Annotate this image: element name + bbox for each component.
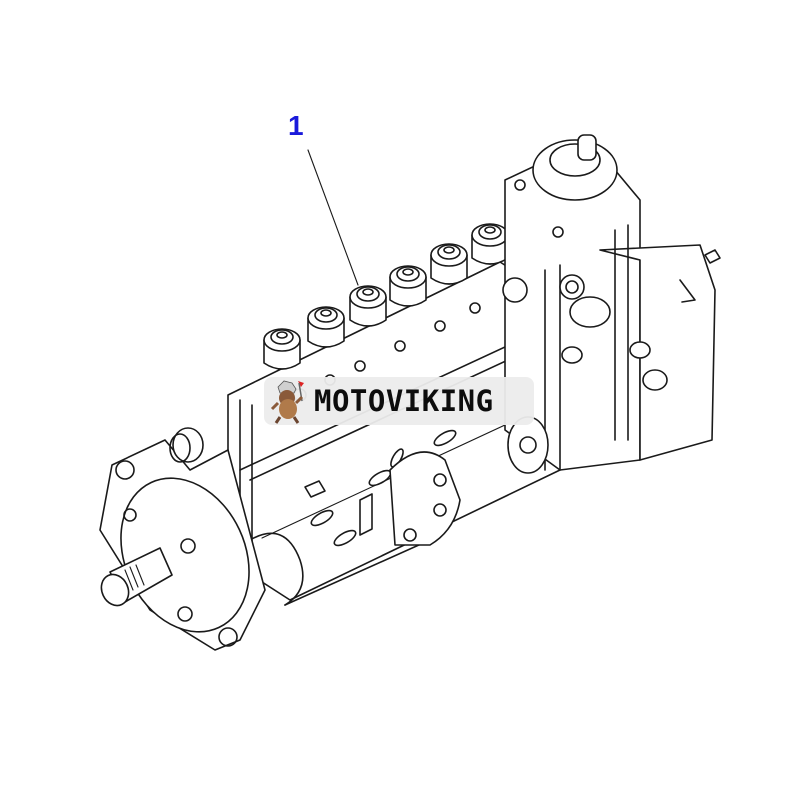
callout-number-1: 1 xyxy=(288,110,304,141)
watermark-badge: MOTOVIKING xyxy=(264,377,534,425)
mounting-bracket xyxy=(359,451,461,546)
drive-flange xyxy=(99,427,266,651)
callout-leader-line xyxy=(307,149,359,286)
delivery-valve-holders xyxy=(263,223,509,370)
viking-mascot-icon xyxy=(270,380,304,424)
watermark-text: MOTOVIKING xyxy=(314,384,494,418)
governor-housing xyxy=(502,134,721,474)
